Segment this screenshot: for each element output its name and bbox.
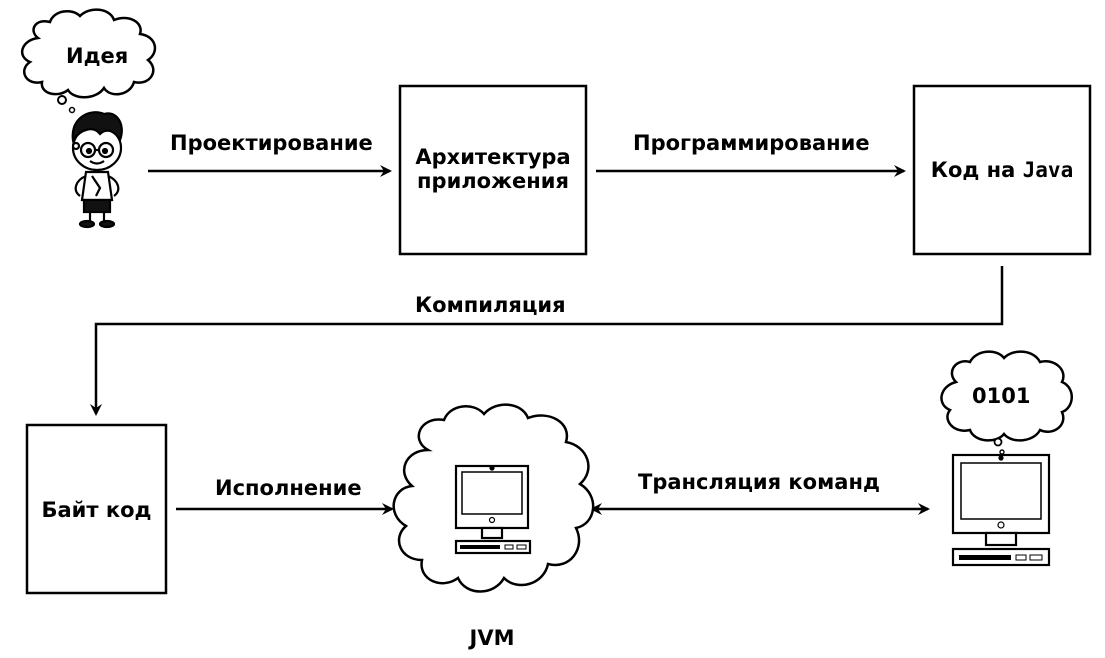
binary-thought-cloud-icon — [940, 350, 1073, 455]
translation-label: Трансляция команд — [638, 470, 880, 494]
execution-label: Исполнение — [215, 476, 362, 500]
compilation-arrow — [90, 266, 1004, 416]
architecture-line-1: Архитектура — [415, 145, 571, 169]
architecture-box — [398, 84, 588, 256]
java-code-box-title: Код на Java — [914, 158, 1090, 182]
programming-label: Программирование — [633, 131, 870, 155]
architecture-box-title: Архитектура приложения — [400, 145, 586, 193]
java-code-prefix: Код на — [930, 158, 1016, 182]
compilation-label: Компиляция — [415, 293, 566, 317]
bytecode-box-title: Байт код — [41, 498, 152, 522]
architecture-line-2: приложения — [417, 169, 569, 194]
boy-character-icon — [71, 111, 123, 229]
java-code-lang: Java — [1022, 158, 1074, 182]
java-code-box — [912, 84, 1092, 256]
idea-bubble-text: Идея — [66, 44, 129, 68]
binary-bubble-text: 0101 — [972, 384, 1031, 408]
jvm-label: JVM — [469, 626, 515, 650]
idea-thought-cloud-icon — [20, 8, 157, 114]
jvm-computer-icon — [454, 464, 532, 555]
bytecode-box — [25, 423, 168, 595]
computer-icon — [951, 453, 1051, 567]
design-label: Проектирование — [170, 131, 373, 155]
